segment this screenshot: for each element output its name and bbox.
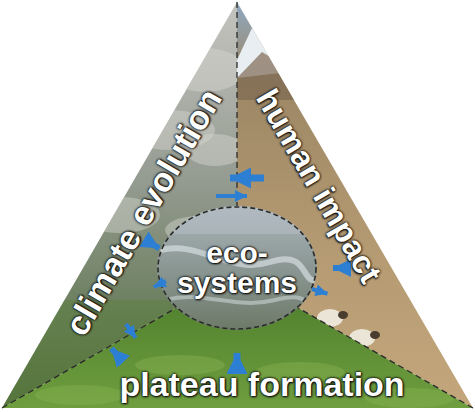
circle-outline [158,207,316,329]
human-sector-shape [237,2,473,408]
label-holder: human impact [251,84,387,288]
sector-label: climate evolution [59,83,227,341]
sector-divider [298,308,473,408]
circle-label: eco- systems [173,238,301,298]
human-sector: human impact [237,2,473,408]
label-holder: plateau formation [119,367,404,401]
climate-sector-shape [2,2,237,408]
photo-texture [35,355,455,408]
climate-sector: climate evolution [2,2,237,408]
sector-label: human impact [251,84,387,288]
sector-label: plateau formation [119,367,404,401]
photo-texture [157,206,318,306]
label-holder: eco- systems [157,206,317,330]
label-holder: climate evolution [59,83,227,341]
ecosystem-circle: eco- systems [157,206,317,330]
circle-fill [157,206,317,330]
sector-divider [236,2,237,206]
sector-divider [2,308,176,408]
